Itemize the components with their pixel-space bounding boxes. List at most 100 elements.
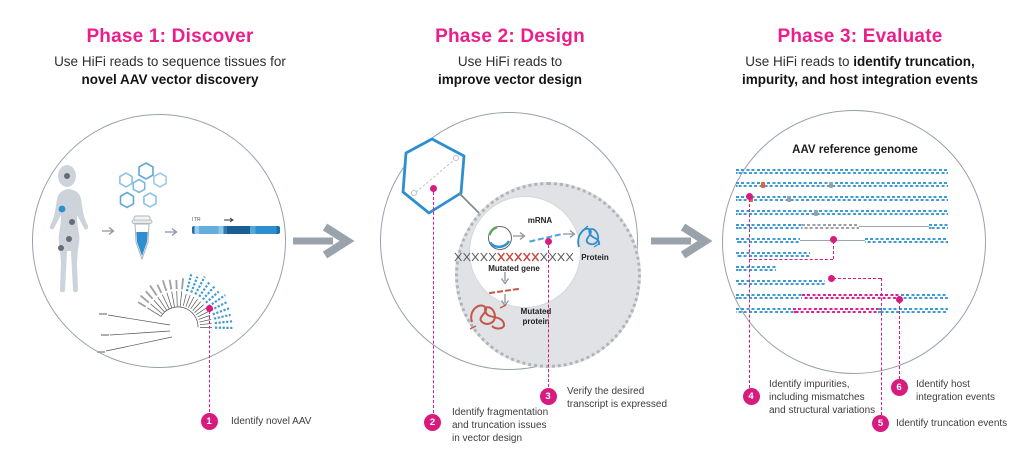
callout4-dot-structural bbox=[829, 235, 837, 243]
callout5-text: Identify truncation events bbox=[896, 418, 1008, 429]
phase2-header: Phase 2: Design Use HiFi reads to improv… bbox=[362, 26, 658, 89]
phase3-subtitle-line1: Use HiFi reads to bbox=[745, 54, 854, 69]
callout2-text: Identify fragmentation and truncation is… bbox=[452, 407, 549, 444]
mismatch-mark bbox=[761, 181, 766, 188]
callout1-badge: 1 bbox=[200, 412, 218, 430]
callout5-badge: 5 bbox=[872, 414, 889, 432]
arrow-right-icon bbox=[563, 229, 576, 239]
callout3-line bbox=[547, 245, 549, 387]
callout1-line bbox=[208, 311, 210, 412]
read-row bbox=[736, 265, 948, 271]
callout6-text: Identify host integration events bbox=[916, 379, 995, 403]
read-segment bbox=[736, 196, 948, 202]
arrow-phase1-to-phase2-icon bbox=[293, 223, 355, 259]
phase3-header: Phase 3: Evaluate Use HiFi reads to iden… bbox=[708, 26, 1012, 89]
aav-capsid-hexagon-icon bbox=[401, 137, 466, 215]
callout4-badge: 4 bbox=[742, 387, 760, 405]
callout6-badge: 6 bbox=[890, 378, 908, 396]
read-segment bbox=[865, 238, 948, 243]
phase2-subtitle-line2: improve vector design bbox=[437, 72, 583, 88]
callout5-dot bbox=[827, 274, 835, 282]
read-row bbox=[736, 238, 948, 244]
arrow-down-icon bbox=[500, 272, 510, 285]
variant-mark bbox=[814, 209, 819, 216]
mutated-protein-icon bbox=[469, 304, 507, 330]
callout2-badge: 2 bbox=[424, 413, 441, 431]
mutated-protein-label: Mutated protein bbox=[520, 307, 552, 326]
callout5-line-h bbox=[833, 277, 881, 279]
arrow-right-icon bbox=[513, 231, 526, 241]
phase1-subtitle: Use HiFi reads to sequence tissues for n… bbox=[15, 53, 325, 89]
read-row bbox=[736, 209, 948, 216]
read-segment bbox=[736, 307, 794, 313]
alignment-rows bbox=[736, 165, 948, 317]
read-segment bbox=[736, 238, 800, 243]
human-figure-icon bbox=[49, 165, 89, 293]
read-row bbox=[736, 195, 948, 202]
callout4-elbow-h bbox=[749, 258, 833, 260]
protein-icon bbox=[577, 225, 601, 248]
phase2-subtitle-line1: Use HiFi reads to bbox=[457, 54, 563, 69]
callout3-text: Verify the desired transcript is express… bbox=[567, 386, 668, 410]
read-segment bbox=[736, 265, 777, 271]
read-segment bbox=[736, 251, 811, 257]
callout4-elbow-v bbox=[832, 241, 834, 259]
read-segment bbox=[736, 182, 948, 188]
callout3-badge: 3 bbox=[539, 387, 557, 405]
arrow-phase2-to-phase3-icon bbox=[651, 223, 713, 259]
variant-mark bbox=[829, 181, 834, 188]
arrow-right-icon bbox=[102, 226, 115, 236]
read-row bbox=[736, 181, 948, 188]
mutated-gene-icon bbox=[454, 252, 574, 262]
aav-vector-map bbox=[192, 226, 280, 234]
mrna-label: mRNA bbox=[527, 216, 553, 225]
callout6-line bbox=[898, 301, 900, 379]
cell-nucleus bbox=[469, 196, 581, 308]
phase2-subtitle: Use HiFi reads to improve vector design bbox=[362, 53, 658, 89]
phase3-title: Phase 3: Evaluate bbox=[777, 26, 943, 47]
callout2-dot bbox=[429, 184, 437, 192]
gap-line bbox=[858, 226, 929, 228]
read-segment bbox=[878, 307, 948, 313]
read-segment bbox=[736, 224, 802, 230]
itr-label: ITR bbox=[192, 217, 201, 223]
aav-capsids-icon bbox=[119, 162, 167, 209]
callout6-dot bbox=[895, 295, 903, 303]
read-row bbox=[736, 168, 948, 174]
callout4-line bbox=[748, 199, 750, 388]
phase1-title: Phase 1: Discover bbox=[86, 26, 254, 47]
phase3-subtitle-line2: impurity, and host integration events bbox=[741, 72, 979, 88]
read-segment bbox=[793, 307, 879, 313]
sample-tube-icon bbox=[131, 215, 153, 261]
callout1-dot bbox=[205, 304, 213, 312]
mutated-gene-label: Mutated gene bbox=[488, 264, 540, 273]
plasmid-icon bbox=[488, 226, 512, 250]
protein-label: Protein bbox=[581, 253, 609, 262]
read-row bbox=[736, 224, 948, 230]
phase2-title: Phase 2: Design bbox=[435, 26, 585, 47]
callout2-line bbox=[432, 192, 434, 413]
read-segment bbox=[901, 293, 948, 299]
read-segment bbox=[736, 279, 826, 285]
callout4-dot-mismatch bbox=[745, 193, 753, 200]
read-segment bbox=[736, 293, 802, 299]
callout4-text: Identify impurities, including mismatche… bbox=[769, 379, 876, 416]
read-segment bbox=[801, 293, 902, 299]
callout3-dot bbox=[544, 237, 552, 245]
read-row bbox=[736, 307, 948, 313]
phase1-subtitle-line2: novel AAV vector discovery bbox=[81, 72, 259, 88]
read-segment bbox=[736, 168, 948, 174]
read-row bbox=[736, 251, 948, 257]
read-segment bbox=[736, 210, 948, 216]
variant-mark bbox=[786, 195, 791, 202]
arrow-right-icon bbox=[165, 227, 178, 237]
read-segment bbox=[928, 224, 948, 230]
read-row bbox=[736, 293, 948, 299]
callout5-line-v bbox=[880, 278, 882, 415]
aav-reference-genome-label: AAV reference genome bbox=[792, 144, 918, 156]
phase1-subtitle-line1: Use HiFi reads to sequence tissues for bbox=[54, 54, 286, 69]
promoter-arrow-icon bbox=[224, 217, 234, 223]
callout1-text: Identify novel AAV bbox=[231, 416, 312, 427]
read-segment bbox=[801, 224, 859, 230]
